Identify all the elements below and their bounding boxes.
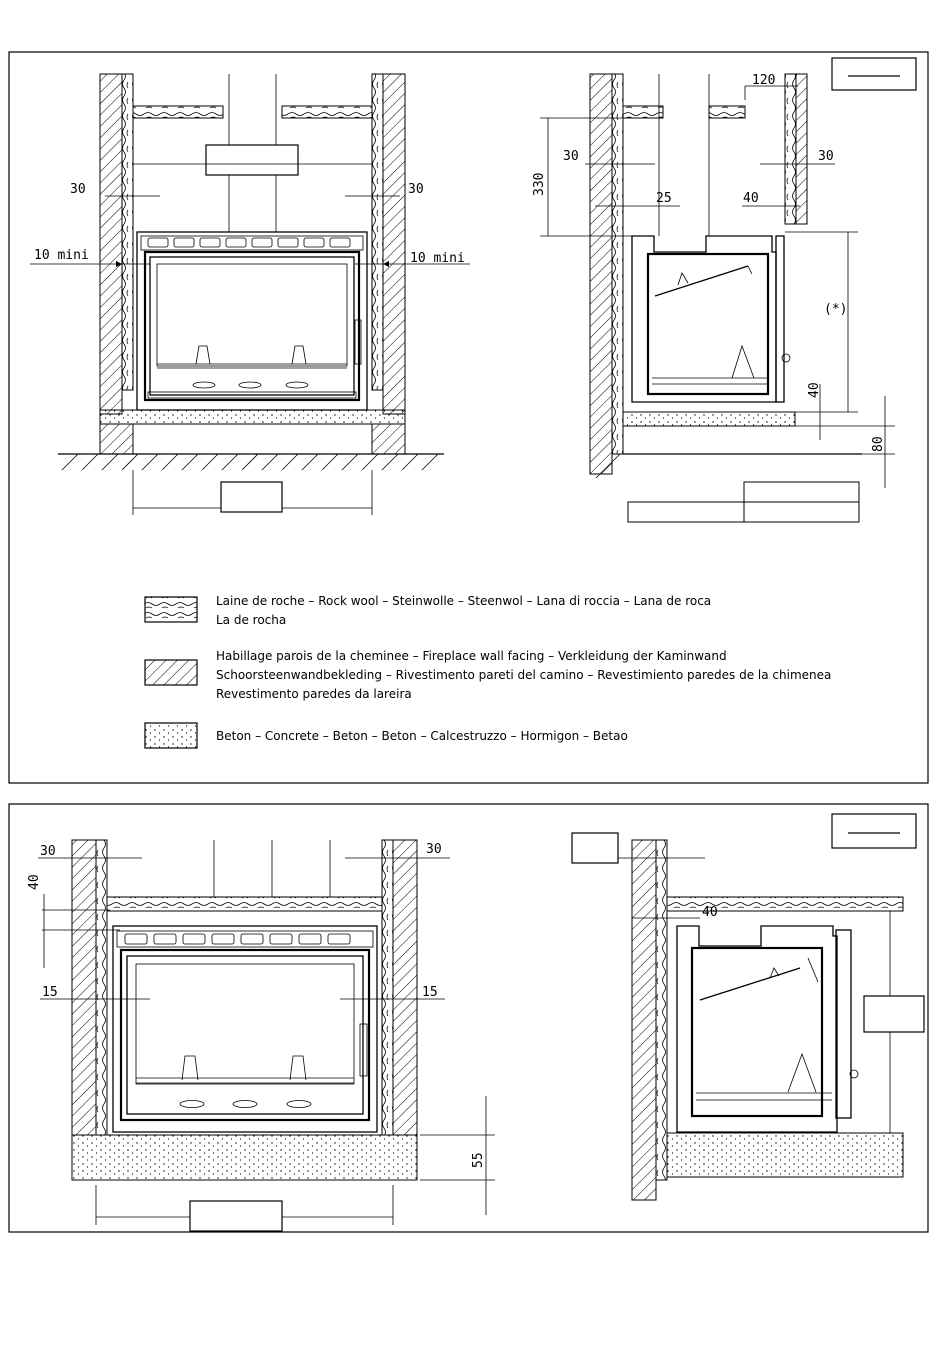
dim-right-10-mini: 10 mini bbox=[410, 251, 465, 266]
top-front-view bbox=[30, 73, 470, 515]
dim-bottom-40: 40 bbox=[27, 874, 42, 890]
bottom-front-view bbox=[38, 839, 495, 1232]
dim-30-left: 30 bbox=[563, 149, 579, 164]
legend-wall-1: Habillage parois de la cheminee – Firepl… bbox=[216, 649, 727, 663]
dim-left-30: 30 bbox=[70, 182, 86, 197]
dim-left-10-mini: 10 mini bbox=[34, 248, 89, 263]
dim-bottom-55: 55 bbox=[471, 1152, 486, 1168]
legend-wall-2: Schoorsteenwandbekleding – Rivestimento … bbox=[216, 668, 831, 682]
wall-facing-swatch bbox=[144, 659, 198, 686]
rockwool-swatch bbox=[144, 596, 198, 623]
dim-side-bottom-40: 40 bbox=[702, 905, 718, 920]
label-box-front-width bbox=[220, 481, 283, 513]
legend-wall-3: Revestimento paredes da lareira bbox=[216, 687, 412, 701]
dim-40-top: 40 bbox=[743, 191, 759, 206]
dim-120: 120 bbox=[752, 73, 775, 88]
dim-right-30: 30 bbox=[408, 182, 424, 197]
dim-bottom-right-30: 30 bbox=[426, 842, 442, 857]
top-side-view bbox=[540, 57, 917, 523]
dim-330: 330 bbox=[532, 173, 547, 196]
legend-rockwool-1: Laine de roche – Rock wool – Steinwolle … bbox=[216, 594, 711, 608]
dim-80: 80 bbox=[871, 436, 886, 452]
concrete-swatch bbox=[144, 722, 198, 749]
top-panel-frame bbox=[8, 51, 929, 784]
label-box-top bbox=[205, 144, 299, 176]
dim-25: 25 bbox=[656, 191, 672, 206]
dim-bottom-left-15: 15 bbox=[42, 985, 58, 1000]
legend-concrete-1: Beton – Concrete – Beton – Beton – Calce… bbox=[216, 729, 628, 743]
dim-star: (*) bbox=[824, 302, 847, 317]
dim-bottom-left-30: 30 bbox=[40, 844, 56, 859]
bottom-panel-frame bbox=[8, 803, 929, 1233]
dim-30-right: 30 bbox=[818, 149, 834, 164]
bottom-side-view bbox=[571, 813, 925, 1201]
legend-rockwool-2: La de rocha bbox=[216, 613, 286, 627]
dim-bottom-right-15: 15 bbox=[422, 985, 438, 1000]
legend bbox=[144, 596, 198, 749]
dim-40-bottom: 40 bbox=[807, 382, 822, 398]
